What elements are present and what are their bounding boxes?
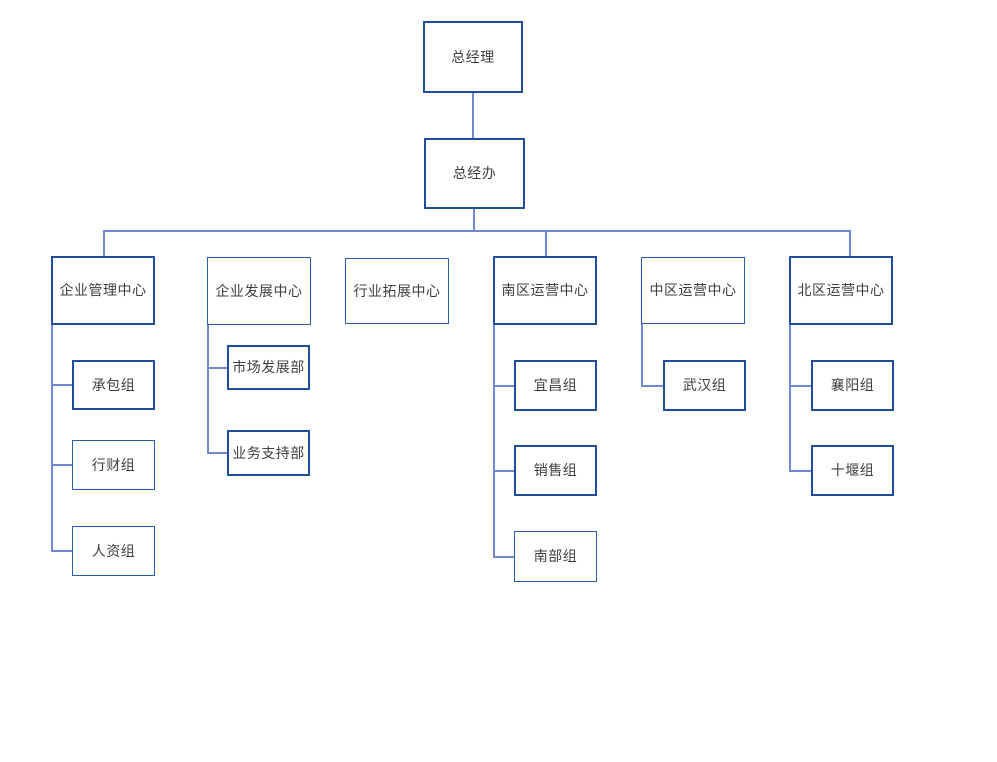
node-wuhan-group-label: 武汉组 [682,377,727,394]
node-enterprise-development-center-label: 企业发展中心 [215,282,303,299]
connector-bus-to-center1 [103,230,105,257]
connector-center4-stem [493,325,495,557]
node-hr-group[interactable]: 人资组 [72,526,155,576]
connector-bus-to-center6 [849,230,851,257]
node-industry-expansion-center[interactable]: 行业拓展中心 [345,258,449,324]
node-market-development-dept-label: 市场发展部 [232,359,305,376]
connector-center2-branch1 [207,367,228,369]
connector-ceo-to-gm-office [472,93,474,138]
connector-center1-stem [51,325,53,551]
node-yichang-group[interactable]: 宜昌组 [514,360,597,411]
node-north-operations-center-label: 北区运营中心 [797,282,885,299]
node-xiangyang-group[interactable]: 襄阳组 [811,360,894,411]
node-market-development-dept[interactable]: 市场发展部 [227,345,310,390]
connector-bus-to-center4 [545,230,547,257]
node-enterprise-management-center-label: 企业管理中心 [59,282,147,299]
node-central-operations-center[interactable]: 中区运营中心 [641,257,745,324]
node-central-operations-center-label: 中区运营中心 [649,282,737,299]
node-contracting-group-label: 承包组 [91,376,136,393]
node-yichang-group-label: 宜昌组 [533,377,578,394]
node-admin-finance-group[interactable]: 行财组 [72,440,155,490]
node-xiangyang-group-label: 襄阳组 [830,377,875,394]
connector-center1-branch1 [51,384,73,386]
node-southern-group[interactable]: 南部组 [514,531,597,582]
node-shiyan-group-label: 十堰组 [830,462,875,479]
connector-center6-branch2 [789,470,812,472]
connector-center5-stem [641,324,643,386]
node-business-support-dept-label: 业务支持部 [232,444,305,461]
connector-center2-stem [207,325,209,454]
node-south-operations-center-label: 南区运营中心 [501,282,589,299]
node-north-operations-center[interactable]: 北区运营中心 [789,256,893,325]
connector-center6-stem [789,325,791,471]
node-gm-office-label: 总经办 [452,165,497,182]
node-business-support-dept[interactable]: 业务支持部 [227,430,310,476]
connector-top-bus-horizontal [103,230,851,232]
connector-center1-branch2 [51,464,73,466]
node-contracting-group[interactable]: 承包组 [72,360,155,410]
connector-center4-branch2 [493,470,515,472]
node-ceo-label: 总经理 [451,48,495,65]
node-ceo[interactable]: 总经理 [423,21,523,93]
node-wuhan-group[interactable]: 武汉组 [663,360,746,411]
node-hr-group-label: 人资组 [91,542,136,559]
node-enterprise-management-center[interactable]: 企业管理中心 [51,256,155,325]
node-sales-group-label: 销售组 [533,462,578,479]
connector-center4-branch3 [493,556,515,558]
node-gm-office[interactable]: 总经办 [424,138,525,209]
node-admin-finance-group-label: 行财组 [91,456,136,473]
connector-center6-branch1 [789,385,812,387]
node-shiyan-group[interactable]: 十堰组 [811,445,894,496]
node-sales-group[interactable]: 销售组 [514,445,597,496]
node-industry-expansion-center-label: 行业拓展中心 [353,282,441,299]
node-south-operations-center[interactable]: 南区运营中心 [493,256,597,325]
connector-center2-branch2 [207,452,228,454]
connector-center5-branch1 [641,385,664,387]
connector-center4-branch1 [493,385,515,387]
node-enterprise-development-center[interactable]: 企业发展中心 [207,257,311,325]
connector-gm-office-down-stem [473,209,475,232]
connector-center1-branch3 [51,550,73,552]
node-southern-group-label: 南部组 [533,548,578,565]
